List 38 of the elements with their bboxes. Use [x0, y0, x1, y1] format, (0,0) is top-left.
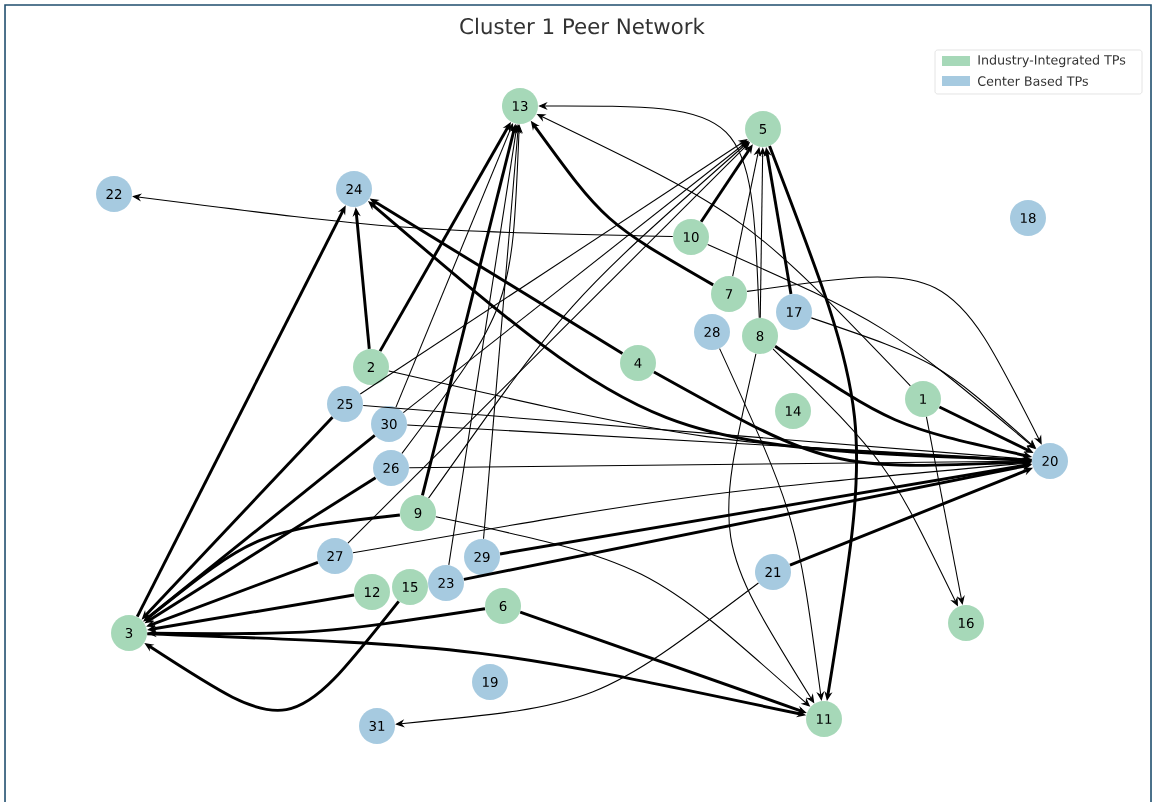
- network-node: 29: [464, 539, 500, 575]
- network-node: 22: [96, 176, 132, 212]
- arrow: [402, 140, 749, 414]
- network-node: 18: [1010, 200, 1046, 236]
- network-node: 7: [711, 276, 747, 312]
- network-node: 23: [428, 565, 464, 601]
- network-node: 15: [392, 569, 428, 605]
- network-node: 9: [400, 495, 436, 531]
- network-node: 19: [472, 664, 508, 700]
- network-node: 14: [775, 393, 811, 429]
- network-node: 1: [905, 381, 941, 417]
- network-node: 24: [336, 171, 372, 207]
- network-node: 31: [359, 708, 395, 744]
- network-node: 20: [1032, 443, 1068, 479]
- network-node: 2: [353, 349, 389, 385]
- network-node: 5: [745, 111, 781, 147]
- network-node: 26: [373, 450, 409, 486]
- network-node: 21: [755, 554, 791, 590]
- network-node: 25: [327, 386, 363, 422]
- network-node: 13: [502, 88, 538, 124]
- network-node: 27: [317, 538, 353, 574]
- arrow: [359, 139, 748, 395]
- network-node: 6: [485, 588, 521, 624]
- network-node: 17: [776, 294, 812, 330]
- network-node: 11: [806, 701, 842, 737]
- legend-label: Industry-Integrated TPs: [978, 54, 1126, 68]
- network-node: 3: [111, 615, 147, 651]
- legend-label: Center Based TPs: [978, 76, 1088, 86]
- network-node: 12: [354, 574, 390, 610]
- chart-title: Cluster 1 Peer Network: [460, 17, 705, 35]
- network-node: 16: [948, 605, 984, 641]
- network-node: 30: [371, 406, 407, 442]
- network-node: 28: [694, 314, 730, 350]
- arrow: [719, 348, 825, 701]
- network-node: 10: [673, 219, 709, 255]
- network-node: 4: [620, 345, 656, 381]
- network-node: 8: [742, 318, 778, 354]
- arrow: [448, 124, 520, 566]
